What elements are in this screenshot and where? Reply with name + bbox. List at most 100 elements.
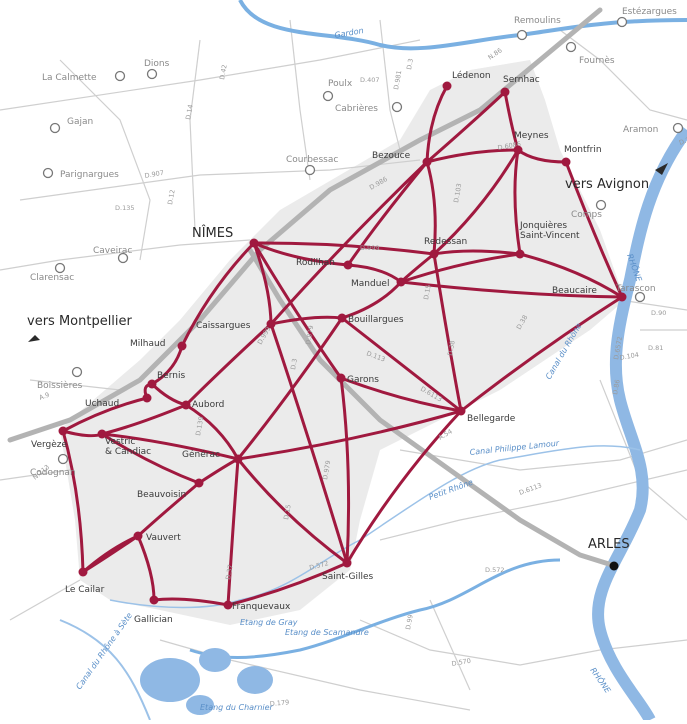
town-label: Le Cailar	[65, 585, 105, 595]
town-label: Beaucaire	[552, 286, 597, 296]
route-segment	[236, 409, 463, 461]
town-vauvert[interactable]: Vauvert	[133, 531, 182, 544]
town-rodilhan[interactable]: Rodilhan	[296, 258, 353, 270]
place-estezargues: Estézargues	[616, 6, 677, 28]
route-segment	[425, 148, 520, 164]
place-la-calmette: La Calmette	[42, 70, 126, 83]
town-montfrin[interactable]: Montfrin	[561, 145, 602, 167]
place-label: Aramon	[623, 125, 658, 135]
town-milhaud[interactable]: Milhaud	[130, 339, 187, 351]
place-label: Poulx	[328, 79, 353, 89]
town-franquevaux[interactable]: Franquevaux	[223, 600, 291, 613]
route-segment	[339, 376, 351, 565]
road-code-label: D.407	[360, 76, 379, 84]
road-code-label: D.979	[304, 325, 315, 346]
town-label: Lédenon	[452, 70, 491, 81]
place-comps: Comps	[571, 199, 607, 220]
town-dot-icon	[147, 379, 157, 389]
route-segment	[564, 160, 624, 299]
place-aramon: Aramon	[623, 122, 684, 135]
road-code-label: D.81	[648, 344, 663, 352]
town-dot-icon	[194, 478, 204, 488]
road-code-label: D.86	[611, 379, 622, 395]
place-circle-icon	[322, 90, 334, 102]
road-code-label: D.999	[360, 244, 379, 252]
road-code-label: D.179	[269, 698, 289, 708]
route-segment	[432, 252, 463, 413]
route-segment	[184, 403, 240, 461]
town-generac[interactable]: Générac	[182, 449, 243, 464]
road-code-label: D.6113	[518, 481, 543, 497]
town-uchaud[interactable]: Uchaud	[85, 393, 152, 410]
town-nimes[interactable]: NÎMES	[192, 225, 259, 248]
place-fournes: Fournès	[565, 41, 615, 66]
town-label: Bernis	[157, 371, 185, 381]
town-dot-icon	[513, 145, 523, 155]
motorways	[7, 7, 615, 568]
town-manduel[interactable]: Manduel	[351, 277, 406, 290]
canal-rhone-sete-label: Canal du Rhône à Sète	[73, 610, 134, 691]
arrow-montpellier-icon	[28, 335, 40, 342]
town-vergeze[interactable]: Vergèze	[31, 426, 68, 451]
road-code-label: D.570	[451, 657, 472, 668]
town-caissargues[interactable]: Caissargues	[196, 319, 276, 332]
town-meynes[interactable]: Meynes	[513, 131, 549, 155]
place-codognan: Codognan	[30, 453, 76, 478]
town-dot-icon	[337, 313, 347, 323]
town-bezouce[interactable]: Bezouce	[372, 151, 432, 167]
place-circle-icon	[146, 68, 158, 80]
town-label: Uchaud	[85, 399, 119, 409]
town-ledenon[interactable]: Lédenon	[442, 70, 491, 91]
town-dot-icon	[233, 454, 243, 464]
place-label: La Calmette	[42, 73, 97, 83]
road-code-label: A.9	[38, 391, 51, 402]
route-segment	[399, 280, 624, 299]
route-segment	[432, 148, 520, 256]
town-label: Saint-Gilles	[322, 572, 374, 582]
town-dot-icon	[396, 277, 406, 287]
place-label: Fournès	[579, 55, 615, 66]
route-network	[61, 84, 624, 607]
town-dot-icon	[429, 249, 439, 259]
town-gallician[interactable]: Gallician	[134, 595, 173, 626]
route-segment	[61, 429, 85, 574]
town-dot-icon	[177, 341, 187, 351]
town-saint-gilles[interactable]: Saint-Gilles	[322, 558, 374, 583]
town-dot-icon	[142, 393, 152, 403]
town-bellegarde[interactable]: Bellegarde	[456, 406, 516, 425]
place-circle-icon	[565, 41, 577, 53]
place-gajan: Gajan	[49, 117, 93, 134]
town-le-cailar[interactable]: Le Cailar	[65, 567, 105, 596]
town-label: Beauvoisin	[137, 490, 186, 500]
route-segment	[226, 457, 240, 607]
town-vestric[interactable]: Vestric& Candiac	[97, 429, 152, 458]
route-segment	[184, 322, 273, 407]
route-segment	[100, 432, 201, 485]
town-sernhac[interactable]: Sernhac	[500, 75, 540, 97]
town-bernis[interactable]: Bernis	[147, 371, 186, 389]
town-bouillargues[interactable]: Bouillargues	[337, 313, 404, 326]
town-beaucaire[interactable]: Beaucaire	[552, 286, 627, 302]
route-segment	[180, 241, 256, 348]
route-segment	[136, 534, 156, 602]
town-redessan[interactable]: Redessan	[424, 237, 467, 259]
town-beauvoisin[interactable]: Beauvoisin	[137, 478, 204, 501]
town-garons[interactable]: Garons	[336, 373, 380, 386]
place-label: Caveirac	[93, 246, 132, 256]
town-label: Sernhac	[503, 75, 540, 85]
road-code-label: D.135	[115, 204, 134, 212]
road-code-label: N.86	[487, 46, 504, 61]
place-circle-icon	[57, 453, 69, 465]
town-label: Aubord	[192, 400, 224, 410]
route-segment	[459, 295, 624, 413]
town-aubord[interactable]: Aubord	[181, 400, 225, 410]
town-dot-icon	[133, 531, 143, 541]
route-segment	[346, 160, 429, 267]
road-code-label: D.12	[166, 189, 177, 205]
town-dot-icon	[456, 406, 466, 416]
route-segment	[269, 315, 344, 326]
route-segment	[269, 322, 349, 565]
